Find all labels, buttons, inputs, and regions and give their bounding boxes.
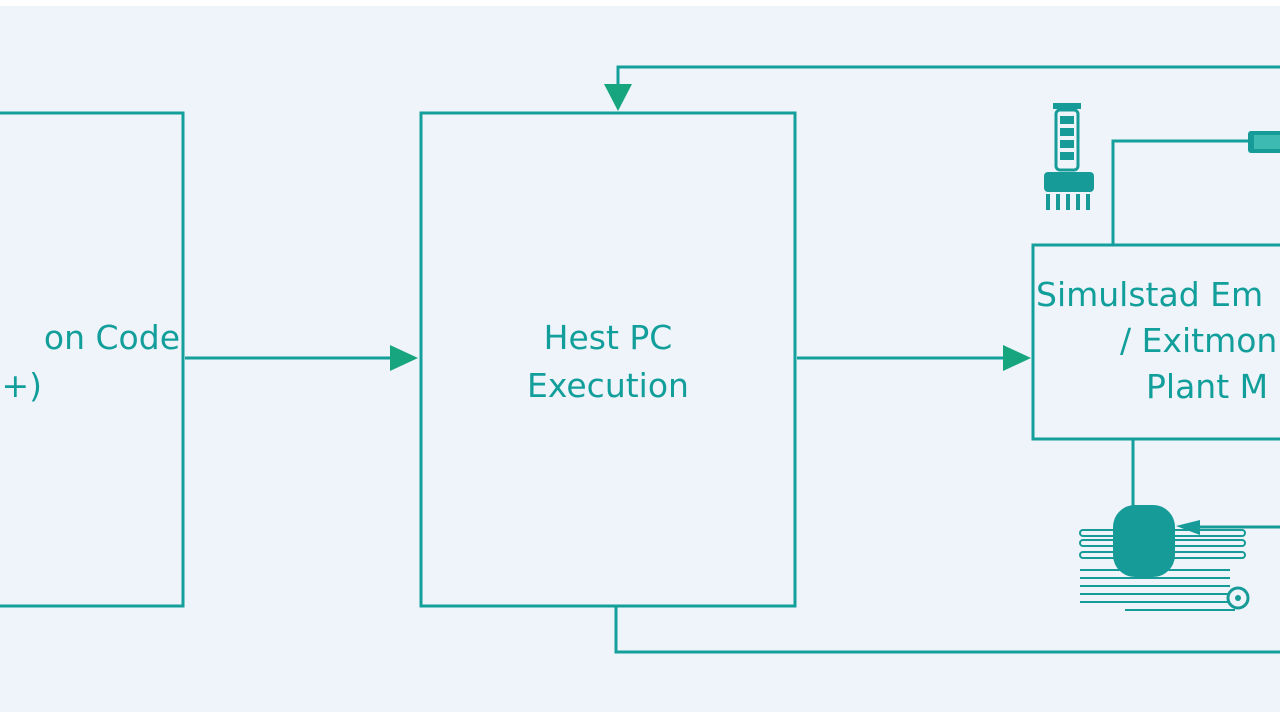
- plant-model-label-line3: Plant M: [1146, 367, 1269, 406]
- sensor-icon: [1044, 103, 1094, 210]
- host-pc-box: [419, 111, 797, 608]
- plant-model-box: [1031, 243, 1280, 441]
- feedback-top-arrowhead: [604, 84, 632, 111]
- plant-model-label-line2: / Exitmon: [1120, 321, 1278, 360]
- source-code-label: on Code -+): [0, 314, 180, 410]
- plant-model-label-line1: Simulstad Em: [1036, 275, 1264, 314]
- code-to-host-arrowhead: [390, 345, 418, 371]
- motor-pump-icon: [1079, 505, 1280, 611]
- feedback-bottom-line: [614, 607, 1280, 654]
- host-to-plant-arrowhead: [1003, 345, 1031, 371]
- plant-model-label: Simulstad Em / Exitmon Plant M: [1036, 272, 1280, 410]
- source-code-label-line2: -+): [0, 366, 42, 405]
- feedback-top-line: [616, 65, 1280, 88]
- source-code-box: [0, 111, 185, 608]
- plant-to-connector-line: [1111, 139, 1250, 245]
- host-pc-label-line2: Execution: [527, 366, 689, 405]
- host-pc-label: Hest PC Execution: [422, 314, 794, 410]
- host-pc-label-line1: Hest PC: [543, 318, 673, 357]
- source-code-label-line1: on Code: [43, 318, 180, 357]
- connector-plug-icon: [1248, 131, 1280, 153]
